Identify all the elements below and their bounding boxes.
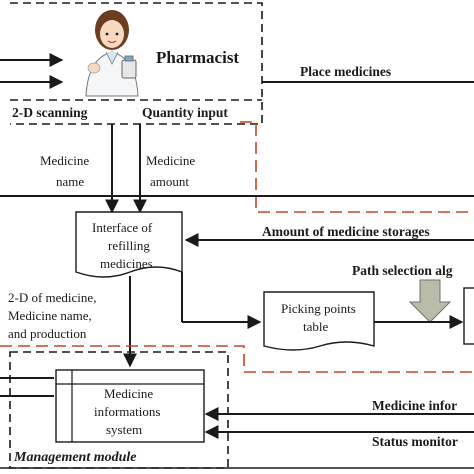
refill-interface-node: Interface of refilling medicines bbox=[75, 211, 183, 278]
red-dashed-region-top bbox=[240, 121, 474, 213]
input-quantity: Quantity input bbox=[142, 105, 228, 120]
red-dashed-separator bbox=[0, 345, 474, 373]
info-system-node: Medicine informations system bbox=[55, 369, 205, 443]
status-monitor-label: Status monitor bbox=[372, 434, 458, 449]
info-line-1: 2-D of medicine, bbox=[8, 290, 96, 305]
info-system-line-2: informations bbox=[94, 404, 160, 419]
picking-table-line-2: table bbox=[303, 319, 328, 334]
info-system-line-3: system bbox=[106, 422, 142, 437]
pharmacist-icon bbox=[85, 10, 139, 97]
refill-interface-line-2: refilling bbox=[108, 238, 150, 253]
path-selection-arrow bbox=[408, 279, 452, 323]
path-selection-label: Path selection alg bbox=[352, 263, 453, 278]
storages-label: Amount of medicine storages bbox=[262, 224, 430, 239]
medicine-name-label-2: name bbox=[56, 174, 84, 189]
medicine-amount-label-2: amount bbox=[150, 174, 189, 189]
pharmacist-frame bbox=[10, 2, 263, 125]
management-module-label: Management module bbox=[13, 450, 137, 465]
picking-table-node: Picking points table bbox=[263, 291, 375, 351]
medicine-amount-label-1: Medicine bbox=[146, 153, 195, 168]
input-2d-scanning: 2-D scanning bbox=[12, 105, 88, 120]
info-line-2: Medicine name, bbox=[8, 308, 92, 323]
medicine-info-label: Medicine infor bbox=[372, 398, 457, 413]
pharmacist-label: Pharmacist bbox=[156, 48, 239, 67]
info-line-3: and production bbox=[8, 326, 87, 341]
refill-interface-line-1: Interface of bbox=[92, 220, 153, 235]
refill-interface-line-3: medicines bbox=[100, 256, 153, 271]
right-partial-box bbox=[463, 287, 474, 345]
info-system-line-1: Medicine bbox=[104, 386, 153, 401]
place-medicines-label: Place medicines bbox=[300, 64, 391, 79]
medicine-name-label-1: Medicine bbox=[40, 153, 89, 168]
picking-table-line-1: Picking points bbox=[281, 301, 356, 316]
